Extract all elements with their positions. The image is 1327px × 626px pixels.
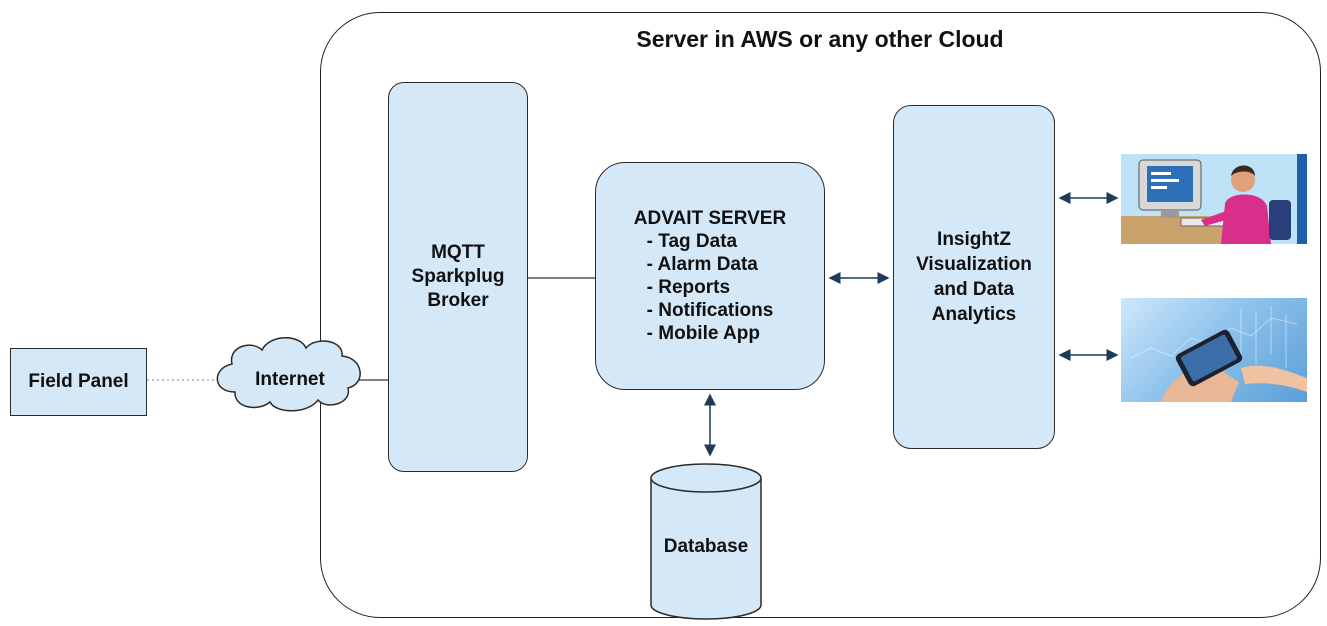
insightz-analytics-label: InsightZ Visualization and Data Analytic… — [916, 229, 1032, 325]
database-cylinder — [650, 463, 762, 620]
person-at-computer-icon — [1121, 154, 1307, 244]
advait-server-box: ADVAIT SERVER - Tag Data - Alarm Data - … — [595, 162, 825, 390]
advait-server-heading: ADVAIT SERVER — [633, 208, 787, 229]
internet-cloud-shape — [216, 337, 361, 412]
hand-phone-image — [1121, 298, 1307, 402]
diagram-title: Server in AWS or any other Cloud — [636, 26, 1004, 52]
database-label: Database — [663, 536, 749, 557]
cloud-server-boundary — [320, 12, 1321, 618]
advait-feature-list: - Tag Data - Alarm Data - Reports - Noti… — [647, 230, 774, 345]
advait-feature-item: - Mobile App — [646, 323, 760, 344]
advait-feature-item: - Tag Data — [646, 231, 738, 252]
hand-holding-phone-icon — [1130, 306, 1307, 402]
advait-feature-item: - Notifications — [646, 300, 774, 321]
field-panel-label: Field Panel — [28, 371, 129, 392]
advait-feature-item: - Alarm Data — [646, 254, 758, 275]
internet-label: Internet — [255, 369, 325, 390]
person-at-computer-image — [1121, 154, 1307, 244]
mqtt-broker-label: MQTT Sparkplug Broker — [411, 242, 505, 311]
insightz-analytics-box: InsightZ Visualization and Data Analytic… — [893, 105, 1055, 449]
advait-feature-item: - Reports — [646, 277, 731, 298]
mqtt-broker-box: MQTT Sparkplug Broker — [388, 82, 528, 472]
field-panel-box: Field Panel — [10, 348, 147, 416]
